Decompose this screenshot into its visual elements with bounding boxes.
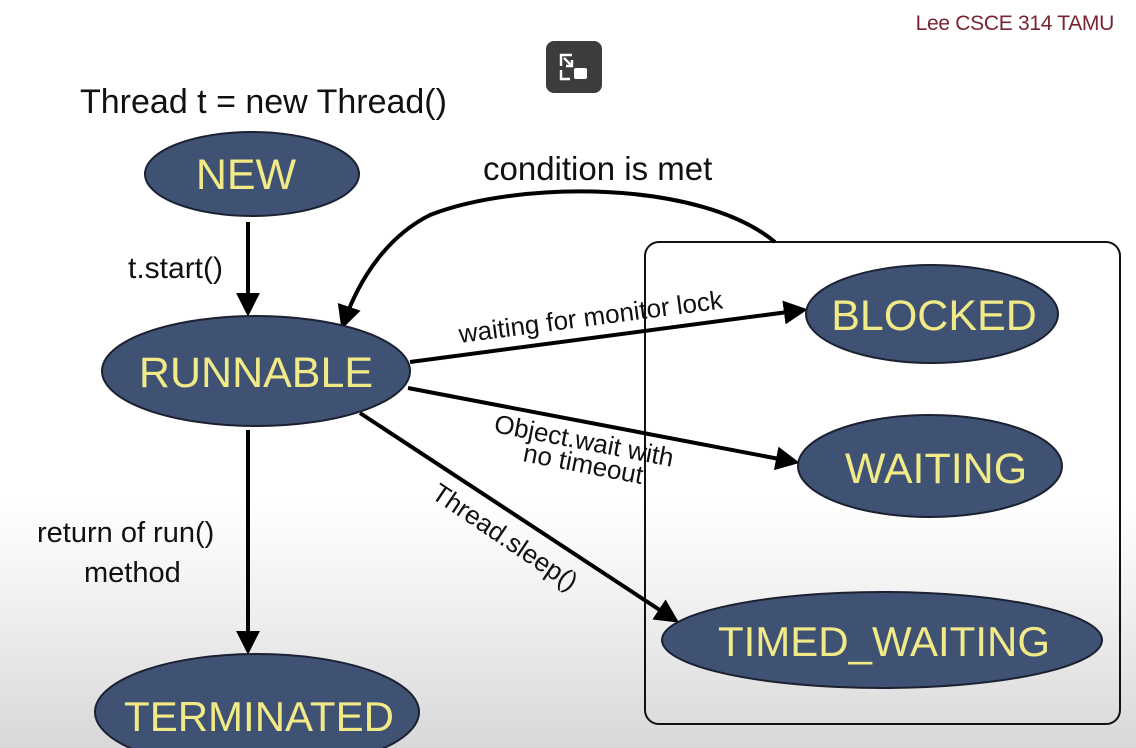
state-waiting-label: WAITING	[845, 445, 1027, 493]
state-runnable: RUNNABLE	[101, 315, 411, 427]
edge-monitor-lock	[409, 300, 808, 364]
state-terminated-label: TERMINATED	[124, 693, 394, 740]
label-start: t.start()	[128, 252, 223, 285]
state-new-label: NEW	[196, 151, 297, 199]
state-runnable-label: RUNNABLE	[139, 349, 373, 397]
exit-fullscreen-icon	[559, 53, 587, 81]
state-blocked-label: BLOCKED	[831, 292, 1037, 340]
course-credit: Lee CSCE 314 TAMU	[915, 12, 1115, 35]
state-terminated: TERMINATED	[94, 653, 420, 748]
exit-fullscreen-button[interactable]	[546, 41, 602, 93]
edge-condition-met	[337, 189, 777, 330]
state-timed-waiting: TIMED_WAITING	[661, 591, 1103, 689]
edge-thread-sleep	[358, 411, 680, 623]
state-waiting: WAITING	[797, 414, 1063, 518]
code-line: Thread t = new Thread()	[80, 83, 447, 121]
label-return-2: method	[84, 557, 181, 589]
state-blocked: BLOCKED	[805, 264, 1059, 364]
label-return-1: return of run()	[37, 517, 214, 549]
state-new: NEW	[144, 131, 360, 217]
waiting-states-box	[644, 241, 1121, 725]
edge-object-wait	[407, 386, 800, 471]
label-condition-met: condition is met	[483, 150, 712, 187]
state-timed-waiting-label: TIMED_WAITING	[718, 618, 1050, 665]
label-thread-sleep: Thread.sleep()	[427, 477, 584, 596]
